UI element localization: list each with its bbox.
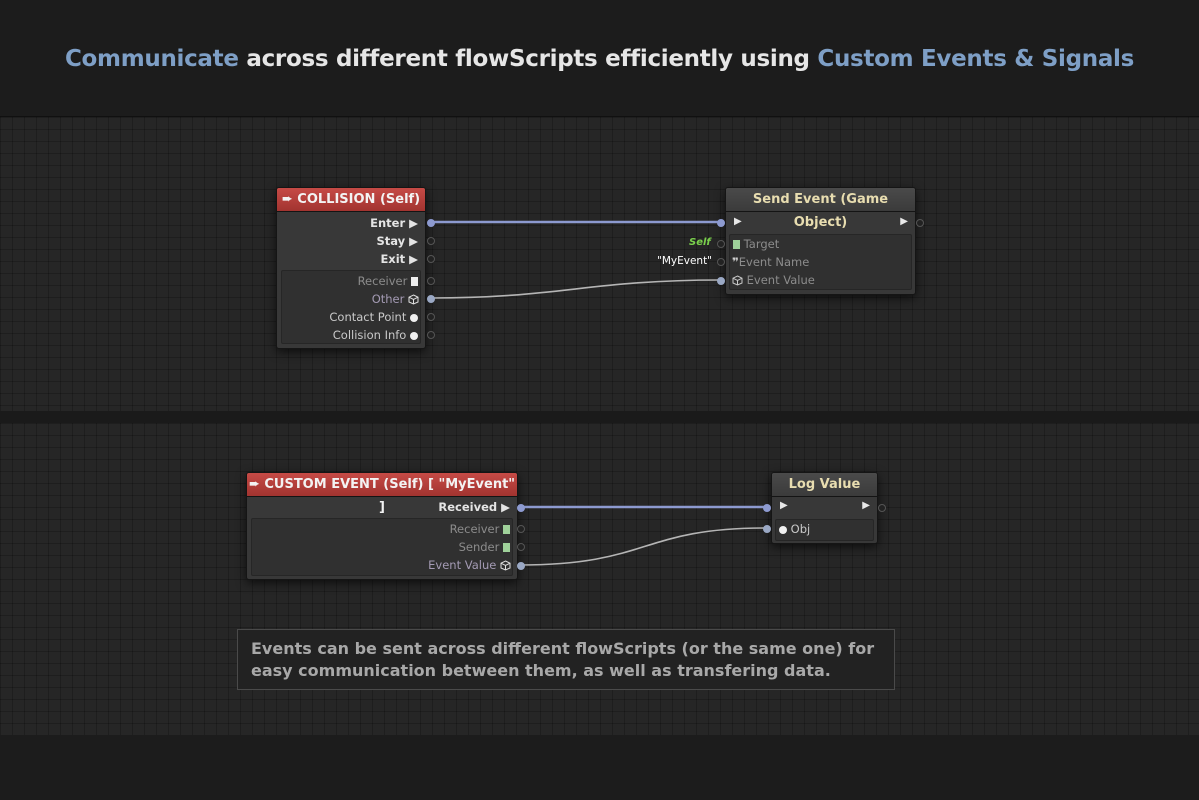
port-contact-point[interactable]: [427, 313, 435, 321]
footer-strip: [0, 735, 1199, 800]
custom-event-node-title[interactable]: ➨ CUSTOM EVENT (Self) [ "MyEvent" ]: [247, 473, 517, 515]
port-flow-in[interactable]: [717, 219, 725, 227]
port-sender[interactable]: [517, 543, 525, 551]
caption-box: Events can be sent across different flow…: [237, 629, 895, 690]
quote-icon: ❞: [732, 255, 739, 269]
port-obj[interactable]: [763, 525, 771, 533]
header-banner: Communicate across different flowScripts…: [0, 0, 1199, 117]
headline: Communicate across different flowScripts…: [0, 46, 1199, 72]
port-received[interactable]: [517, 504, 525, 512]
page-icon: [503, 543, 510, 552]
send-event-node[interactable]: Send Event (Game Object) ▶ ▶ Target ❞Eve…: [725, 187, 916, 295]
port-stay[interactable]: [427, 237, 435, 245]
input-target: Target: [733, 237, 779, 251]
cube-icon: [408, 294, 419, 305]
output-enter: Enter ▶: [370, 216, 418, 230]
headline-accent-1: Communicate: [64, 46, 239, 72]
port-event-name[interactable]: [717, 258, 725, 266]
send-event-node-title[interactable]: Send Event (Game Object): [726, 188, 915, 230]
input-obj-label: Obj: [790, 522, 811, 536]
output-sender: Sender: [459, 540, 510, 554]
port-event-value[interactable]: [717, 277, 725, 285]
output-event-value-label: Event Value: [428, 558, 497, 572]
output-collision-info: Collision Info: [333, 328, 418, 342]
flow-out-arrow: ▶: [900, 216, 908, 227]
panel-divider: [0, 411, 1199, 423]
collision-node-values: [281, 270, 421, 344]
headline-accent-2: Custom Events & Signals: [817, 46, 1135, 72]
page-icon: [733, 240, 740, 249]
port-other[interactable]: [427, 295, 435, 303]
output-other: Other: [372, 292, 419, 306]
output-receiver-label: Receiver: [449, 522, 500, 536]
port-receiver[interactable]: [517, 525, 525, 533]
circle-icon: [410, 332, 418, 340]
output-contact-point: Contact Point: [329, 310, 418, 324]
output-contact-point-label: Contact Point: [329, 310, 407, 324]
headline-middle: across different flowScripts efficiently…: [238, 46, 818, 72]
output-sender-label: Sender: [458, 540, 500, 554]
collision-node[interactable]: ➨ COLLISION (Self) Enter ▶ Stay ▶ Exit ▶…: [276, 187, 426, 349]
page-icon: [411, 277, 418, 286]
output-other-label: Other: [371, 292, 405, 306]
custom-event-node-values: [251, 518, 513, 576]
collision-node-title[interactable]: ➨ COLLISION (Self): [277, 188, 425, 212]
flow-out-arrow: ▶: [862, 500, 870, 511]
port-collision-info[interactable]: [427, 331, 435, 339]
output-receiver: Receiver: [450, 522, 510, 536]
input-target-label: Target: [743, 237, 780, 251]
input-event-value-label: Event Value: [746, 273, 815, 287]
output-event-value: Event Value: [428, 558, 511, 572]
output-received: Received ▶: [438, 500, 510, 514]
output-receiver: Receiver: [358, 274, 418, 288]
port-flow-out[interactable]: [916, 219, 924, 227]
output-stay: Stay ▶: [376, 234, 418, 248]
output-collision-info-label: Collision Info: [332, 328, 407, 342]
input-event-name: ❞Event Name: [732, 255, 809, 269]
circle-icon: [410, 314, 418, 322]
send-event-node-inputs: [729, 234, 912, 290]
custom-event-node[interactable]: ➨ CUSTOM EVENT (Self) [ "MyEvent" ] Rece…: [246, 472, 518, 580]
port-target[interactable]: [717, 240, 725, 248]
port-exit[interactable]: [427, 255, 435, 263]
input-event-name-label: Event Name: [738, 255, 810, 269]
cube-icon: [500, 560, 511, 571]
log-value-node-inputs: [775, 519, 874, 541]
output-exit: Exit ▶: [380, 252, 418, 266]
circle-icon: [779, 526, 787, 534]
log-value-node[interactable]: Log Value ▶ ▶ Obj: [771, 472, 878, 544]
page-icon: [503, 525, 510, 534]
port-log-flow-out[interactable]: [878, 504, 886, 512]
graph-canvas-top[interactable]: [0, 117, 1199, 411]
graph-canvas-bottom[interactable]: [0, 423, 1199, 735]
port-log-flow-in[interactable]: [763, 504, 771, 512]
port-receiver[interactable]: [427, 277, 435, 285]
flow-in-arrow: ▶: [780, 500, 788, 511]
port-enter[interactable]: [427, 219, 435, 227]
flow-in-arrow: ▶: [734, 216, 742, 227]
cube-icon: [732, 275, 743, 286]
log-value-node-title[interactable]: Log Value: [772, 473, 877, 497]
input-obj: Obj: [779, 522, 810, 536]
target-self-value[interactable]: Self: [689, 237, 711, 248]
input-event-value: Event Value: [732, 273, 815, 287]
port-event-value-out[interactable]: [517, 562, 525, 570]
event-name-value[interactable]: "MyEvent": [657, 255, 713, 267]
caption-text: Events can be sent across different flow…: [251, 639, 875, 680]
output-receiver-label: Receiver: [357, 274, 408, 288]
